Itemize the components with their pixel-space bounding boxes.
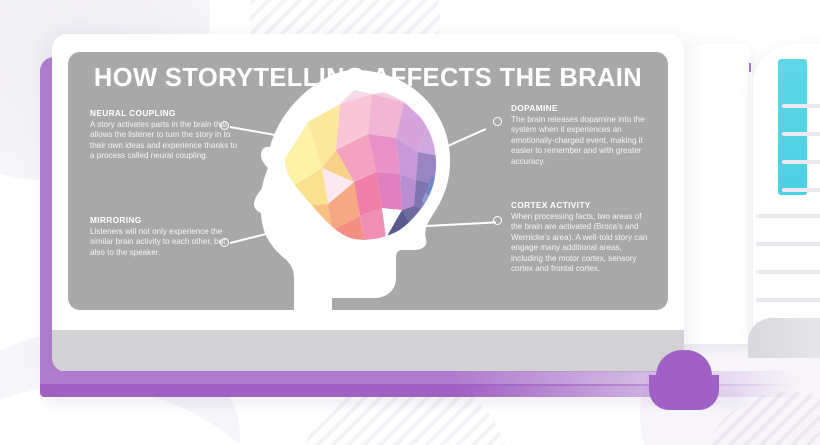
device-base-bar-lower <box>40 384 800 397</box>
brain-texture-dots <box>384 243 398 259</box>
info-body: Listeners will not only experience the s… <box>90 227 226 257</box>
low-poly-brain <box>284 90 437 240</box>
purple-bookmark-knob-base <box>649 375 719 410</box>
info-block-dopamine: DOPAMINE The brain releases dopamine int… <box>511 103 651 167</box>
connector-dot-cortex-activity <box>493 216 502 225</box>
device-base-bar <box>40 371 800 386</box>
info-heading: MIRRORING <box>90 215 142 225</box>
brain-head-illustration <box>236 64 476 310</box>
book-text-line <box>782 104 820 108</box>
book-bottom-shadow <box>748 318 820 358</box>
info-block-cortex-activity: CORTEX ACTIVITY When processing facts, t… <box>511 200 651 274</box>
device-base-shadow <box>44 396 744 405</box>
book-text-line <box>756 298 820 302</box>
info-body: A story activates parts in the brain tha… <box>90 120 238 161</box>
info-heading: CORTEX ACTIVITY <box>511 200 591 210</box>
connector-dot-mirroring <box>220 238 229 247</box>
book-text-line <box>756 214 820 218</box>
slide-content-area: HOW STORYTELLING AFFECTS THE BRAIN <box>68 52 668 310</box>
book-bookmark-highlight <box>778 59 807 195</box>
info-block-mirroring: MIRRORING Listeners will not only experi… <box>90 215 238 258</box>
connector-dot-neural-coupling <box>220 121 229 130</box>
book-text-line <box>782 132 820 136</box>
book-text-line <box>756 270 820 274</box>
book-text-line <box>782 160 820 164</box>
book-spine <box>748 60 753 348</box>
info-heading: DOPAMINE <box>511 103 558 113</box>
book-spine-accent <box>749 63 751 72</box>
book-text-line <box>782 188 820 192</box>
info-block-neural-coupling: NEURAL COUPLING A story activates parts … <box>90 108 238 162</box>
book-text-line <box>756 242 820 246</box>
info-heading: NEURAL COUPLING <box>90 108 176 118</box>
device-lower-tray <box>52 330 684 372</box>
info-body: The brain releases dopamine into the sys… <box>511 115 645 166</box>
info-body: When processing facts, two areas of the … <box>511 212 648 274</box>
connector-dot-dopamine <box>493 117 502 126</box>
